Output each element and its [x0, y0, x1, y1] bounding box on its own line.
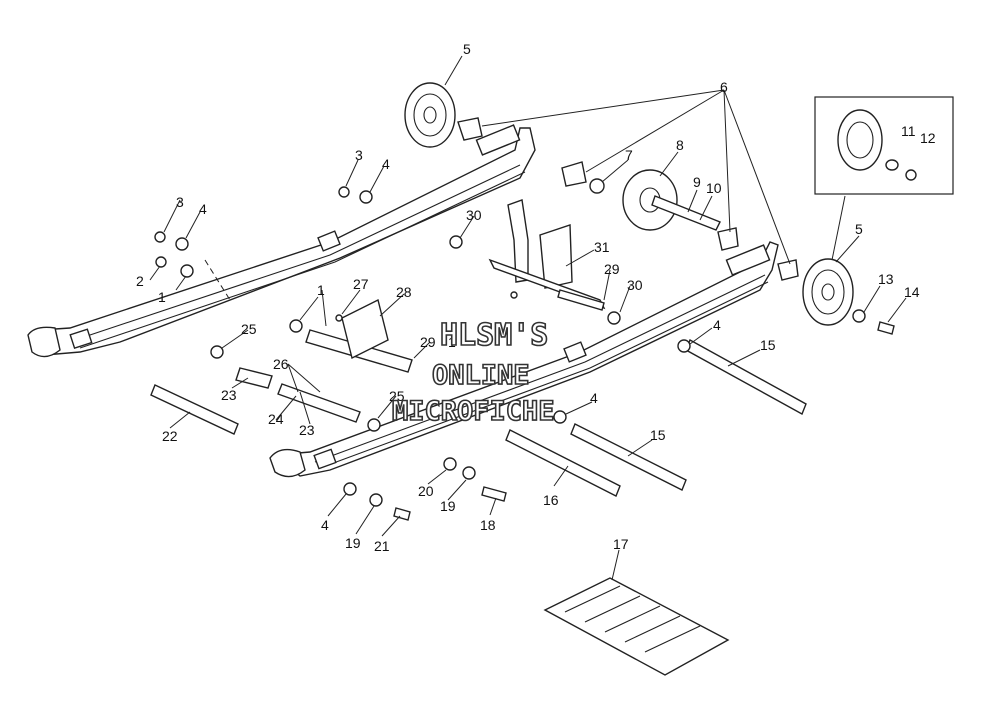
- callout-24: 24: [268, 411, 284, 427]
- callout-19-left: 19: [345, 535, 361, 551]
- fasteners: [154, 186, 895, 521]
- callout-9: 9: [693, 174, 701, 190]
- callout-21: 21: [374, 538, 390, 554]
- callout-8: 8: [676, 137, 684, 153]
- watermark-line1: HLSM'S: [440, 318, 548, 353]
- right-rail: [269, 241, 779, 478]
- callout-23-lower: 23: [299, 422, 315, 438]
- axle-15-upper: [685, 339, 807, 415]
- callout-10: 10: [706, 180, 722, 196]
- callout-19-right: 19: [440, 498, 456, 514]
- callout-29-right: 29: [604, 261, 620, 277]
- callout-14: 14: [904, 284, 920, 300]
- callout-4-mid: 4: [590, 390, 598, 406]
- watermark-line2: ONLINE: [432, 360, 530, 391]
- callout-25-lower: 25: [389, 388, 405, 404]
- callout-1-right: 1: [448, 334, 456, 350]
- callout-27: 27: [353, 276, 369, 292]
- callout-29-left: 29: [420, 334, 436, 350]
- idler-wheel-upper: [404, 82, 456, 148]
- callout-25-upper: 25: [241, 321, 257, 337]
- snap-ring-12: [905, 169, 917, 181]
- callout-5-lower: 5: [855, 221, 863, 237]
- callout-2: 2: [136, 273, 144, 289]
- callout-4-left: 4: [199, 201, 207, 217]
- left-rail-front-tip: [27, 326, 61, 358]
- callout-15-upper: 15: [760, 337, 776, 353]
- callout-4-bottom: 4: [321, 517, 329, 533]
- callout-1-mid: 1: [317, 282, 325, 298]
- shaft-24: [277, 383, 361, 423]
- callout-17: 17: [613, 536, 629, 552]
- slide-assembly-17: [543, 577, 730, 676]
- callout-labels: 5 6 7 8 9 10 11 12 5 13 14 4 15 4 15 16 …: [136, 41, 936, 554]
- left-rail-block: [69, 328, 93, 350]
- callout-6: 6: [720, 79, 728, 95]
- callout-23-upper: 23: [221, 387, 237, 403]
- right-rail-rear-bracket: [725, 244, 771, 276]
- callout-4-top: 4: [382, 156, 390, 172]
- callout-28: 28: [396, 284, 412, 300]
- axle-15-lower: [570, 423, 687, 491]
- axle-16: [505, 429, 621, 497]
- cross-shaft-assembly: [488, 199, 606, 311]
- callout-3-top: 3: [355, 147, 363, 163]
- plate-28: [341, 298, 389, 360]
- watermark-line3: MICROFICHE: [392, 396, 555, 427]
- callout-18: 18: [480, 517, 496, 533]
- callout-12: 12: [920, 130, 936, 146]
- callout-30-left: 30: [466, 207, 482, 223]
- callout-31: 31: [594, 239, 610, 255]
- callout-4-right: 4: [713, 317, 721, 333]
- idler-wheel-center: [622, 169, 721, 231]
- watermark: HLSM'S ONLINE MICROFICHE: [391, 317, 555, 428]
- spacer-23: [235, 367, 273, 389]
- callout-13: 13: [878, 271, 894, 287]
- washer-11: [885, 159, 899, 171]
- center-axle-shaft: [651, 195, 721, 231]
- idler-wheel-lower: [802, 258, 854, 326]
- callout-22: 22: [162, 428, 178, 444]
- left-rail-rear-bracket: [475, 124, 521, 156]
- spacer-7: [589, 178, 605, 194]
- callout-15-lower: 15: [650, 427, 666, 443]
- callout-16: 16: [543, 492, 559, 508]
- callout-3-left: 3: [176, 194, 184, 210]
- callout-20: 20: [418, 483, 434, 499]
- callout-26: 26: [273, 356, 289, 372]
- callout-11: 11: [901, 123, 916, 139]
- left-rail: [27, 124, 536, 358]
- callout-5: 5: [463, 41, 471, 57]
- callout-30-right: 30: [627, 277, 643, 293]
- bearing-cap: [457, 117, 483, 141]
- axle-22: [150, 384, 239, 435]
- leader-lines: [149, 55, 907, 581]
- callout-1-left: 1: [158, 289, 166, 305]
- callout-7: 7: [625, 147, 633, 163]
- right-rail-front-tip: [269, 448, 306, 478]
- inset-detail-box: [814, 96, 954, 195]
